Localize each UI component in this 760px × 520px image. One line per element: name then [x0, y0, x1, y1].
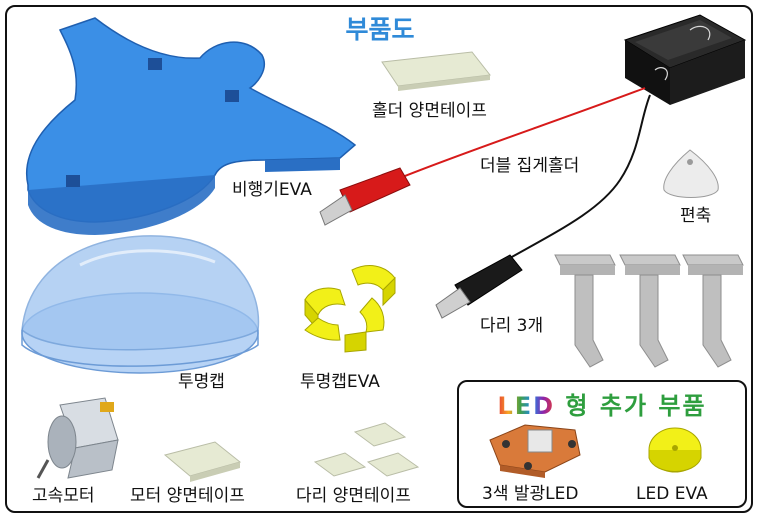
led-icon	[489, 424, 581, 478]
red-wire-icon	[399, 87, 646, 179]
label-plane-eva: 비행기EVA	[232, 180, 312, 200]
clear-cap-icon	[21, 235, 260, 374]
led-addon-title: LED 형 추가 부품	[457, 386, 747, 421]
led-addon-title-parts: 추가 부품	[599, 392, 707, 420]
legs-icon	[554, 254, 744, 368]
label-double-clip-holder: 더블 집게홀더	[480, 156, 580, 176]
outer-frame	[5, 5, 753, 513]
led-addon-box	[457, 380, 747, 508]
label-holder-tape: 홀더 양면테이프	[372, 101, 487, 121]
label-motor-tape: 모터 양면테이프	[130, 486, 245, 506]
label-led-eva: LED EVA	[636, 484, 708, 504]
motor-icon	[36, 397, 119, 479]
led-addon-title-led: LED	[497, 392, 556, 420]
label-led: 3색 발광LED	[482, 484, 579, 504]
label-legs: 다리 3개	[480, 316, 544, 336]
motor-tape-icon	[163, 441, 242, 482]
black-clip-icon	[435, 254, 523, 319]
label-pyeonchuk: 편축	[680, 206, 712, 226]
label-motor: 고속모터	[32, 486, 95, 506]
led-eva-icon	[648, 427, 702, 473]
plane-eva-icon	[25, 17, 357, 235]
holder-tape-icon	[381, 51, 491, 91]
label-leg-tape: 다리 양면테이프	[296, 486, 411, 506]
black-wire-icon	[509, 94, 651, 259]
label-clear-cap: 투명캡	[178, 372, 225, 392]
led-addon-title-type: 형	[565, 392, 590, 420]
leg-tape-icon	[313, 422, 420, 477]
red-clip-icon	[319, 167, 411, 226]
pyeonchuk-icon	[663, 149, 719, 198]
page-title: 부품도	[345, 15, 415, 44]
clear-cap-eva-icon	[304, 265, 396, 353]
battery-holder-icon	[623, 14, 747, 105]
label-clear-cap-eva: 투명캡EVA	[300, 372, 380, 392]
